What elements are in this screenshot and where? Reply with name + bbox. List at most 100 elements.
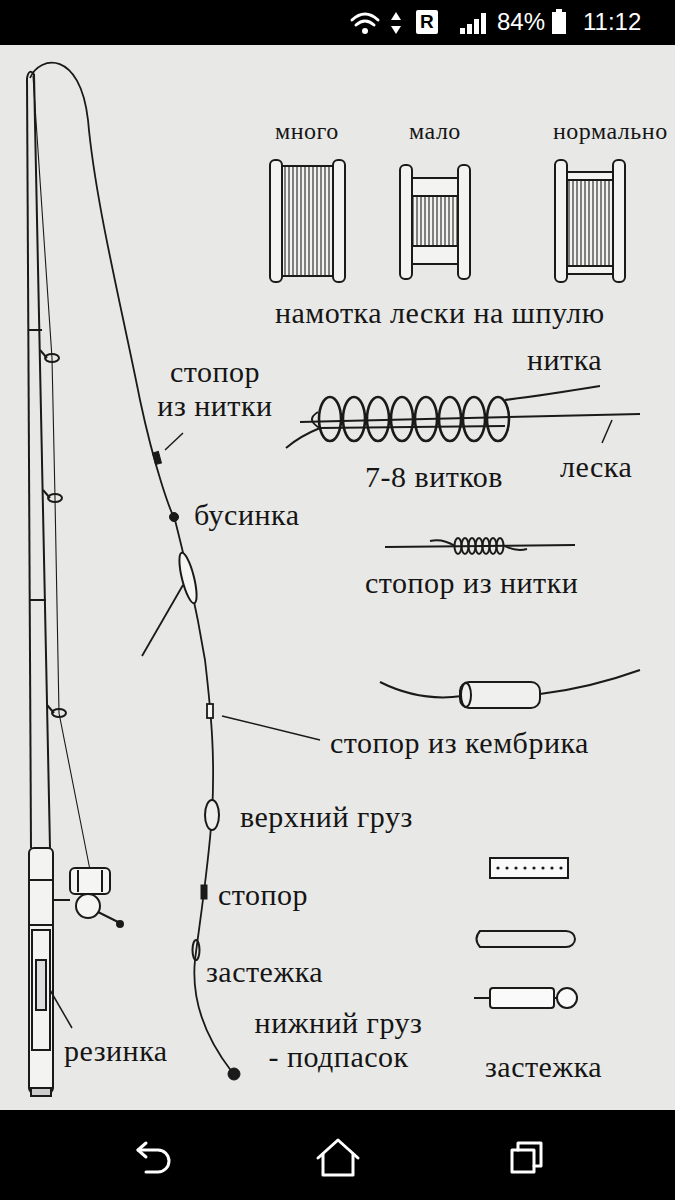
spool-drawing — [282, 166, 333, 276]
spool-caption: нормально — [553, 118, 668, 145]
spool-drawing — [412, 178, 458, 264]
spool-drawing — [613, 160, 625, 282]
clasp-drawing — [477, 931, 576, 947]
callout-label: нижний груз - подпасок — [250, 1006, 427, 1073]
fishing-line — [176, 551, 200, 604]
fishing-line — [222, 716, 320, 740]
callout-label: резинка — [64, 1034, 168, 1068]
nav-bar — [138, 1143, 146, 1157]
nav-bar — [518, 1143, 541, 1166]
clasp-drawing — [550, 866, 553, 869]
fishing-line — [228, 1068, 240, 1080]
fishing-line — [153, 451, 162, 464]
fishing-line — [205, 800, 219, 830]
nav-bar — [138, 1140, 541, 1175]
small-knot — [490, 538, 497, 554]
status-bar — [467, 24, 472, 34]
knot-drawing — [487, 397, 509, 441]
clasp-drawing — [474, 997, 490, 999]
knot-drawing — [505, 386, 600, 400]
fishing-rod — [29, 880, 53, 925]
battery-percent: 84% — [497, 9, 545, 35]
spool-drawing — [412, 196, 458, 246]
spool-drawing — [270, 160, 625, 282]
small-knot — [469, 538, 476, 554]
status-bar — [0, 0, 675, 45]
knot-drawing — [343, 397, 365, 441]
fishing-rod — [27, 72, 123, 1096]
nav-bar — [512, 1150, 534, 1172]
status-bar — [391, 12, 401, 34]
figure-caption: стопор из нитки — [365, 566, 578, 600]
fishing-line — [193, 940, 200, 960]
fishing-rod — [31, 1088, 51, 1096]
knot-drawing — [415, 397, 437, 441]
cambric-stopper — [380, 670, 640, 708]
status-bar — [356, 21, 374, 25]
clasp-drawing — [490, 988, 554, 1008]
fishing-rod — [32, 930, 50, 1050]
fishing-rod — [29, 330, 46, 600]
fishing-rod — [76, 894, 100, 918]
clasp-drawing — [541, 866, 544, 869]
part-label: леска — [560, 450, 632, 484]
fishing-rod — [70, 868, 110, 894]
small-knot — [385, 538, 575, 554]
status-bar — [416, 10, 438, 34]
small-knot — [497, 538, 504, 554]
small-knot — [462, 538, 469, 554]
spool-drawing — [567, 172, 613, 274]
status-bar — [481, 13, 486, 34]
knot-drawing — [602, 420, 612, 443]
fishing-line — [30, 63, 232, 1072]
spool-drawing — [567, 180, 613, 266]
spool-caption: много — [275, 118, 339, 145]
page-scan — [0, 45, 675, 1110]
spool-drawing — [400, 165, 412, 279]
small-knot — [503, 545, 527, 550]
spool-drawing — [270, 160, 282, 282]
clasp-drawing — [490, 858, 568, 878]
knot-drawing — [286, 386, 640, 448]
fishing-rod — [36, 960, 46, 1010]
clasp-drawing — [557, 988, 577, 1008]
knot-drawing — [300, 414, 640, 422]
clasp-drawing — [559, 866, 562, 869]
status-bar — [352, 14, 378, 20]
fishing-line — [201, 885, 207, 899]
figure-caption: намотка лески на шпулю — [275, 296, 605, 330]
status-bar — [556, 9, 562, 12]
knot-drawing — [439, 397, 461, 441]
fishing-rod — [53, 899, 70, 901]
nav-bar — [0, 1110, 675, 1200]
fishing-rod — [34, 74, 50, 848]
small-knot — [430, 540, 455, 546]
callout-label: стопор — [218, 878, 308, 912]
callout-label: верхний груз — [240, 800, 413, 834]
knot-drawing — [319, 397, 341, 441]
small-knot — [476, 538, 483, 554]
status-bar — [474, 19, 479, 34]
clasp-drawing — [474, 858, 577, 1008]
knot-drawing — [391, 397, 413, 441]
status-bar — [552, 12, 566, 34]
callout-label: застежка — [206, 955, 323, 989]
small-knot — [483, 538, 490, 554]
cambric-stopper — [460, 682, 540, 708]
fishing-rod — [78, 870, 102, 892]
fishing-rod — [50, 990, 72, 1028]
figure-caption: застежка — [485, 1050, 602, 1084]
status-bar — [460, 28, 465, 34]
fishing-line — [142, 585, 183, 656]
clasp-drawing — [532, 866, 535, 869]
cambric-stopper — [380, 682, 462, 697]
fishing-line — [165, 433, 183, 450]
fishing-line — [30, 63, 320, 1080]
clasp-drawing — [514, 866, 517, 869]
fishing-rod — [29, 848, 53, 1093]
fishing-rod — [98, 912, 118, 922]
knot-drawing — [463, 397, 485, 441]
callout-label: бусинка — [194, 498, 299, 532]
clasp-drawing — [505, 866, 508, 869]
part-label: нитка — [527, 343, 602, 377]
